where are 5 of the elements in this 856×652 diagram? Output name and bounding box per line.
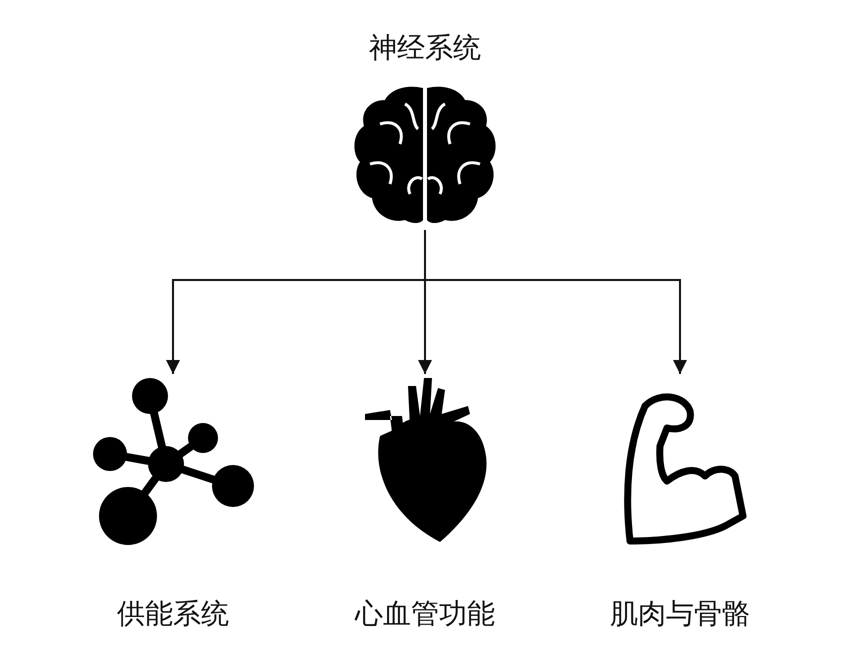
node-label: 心血管功能 (355, 596, 495, 632)
arrow (424, 230, 687, 374)
node-label: 肌肉与骨骼 (610, 596, 750, 632)
node-label: 供能系统 (117, 596, 229, 632)
node-label: 神经系统 (369, 30, 481, 66)
